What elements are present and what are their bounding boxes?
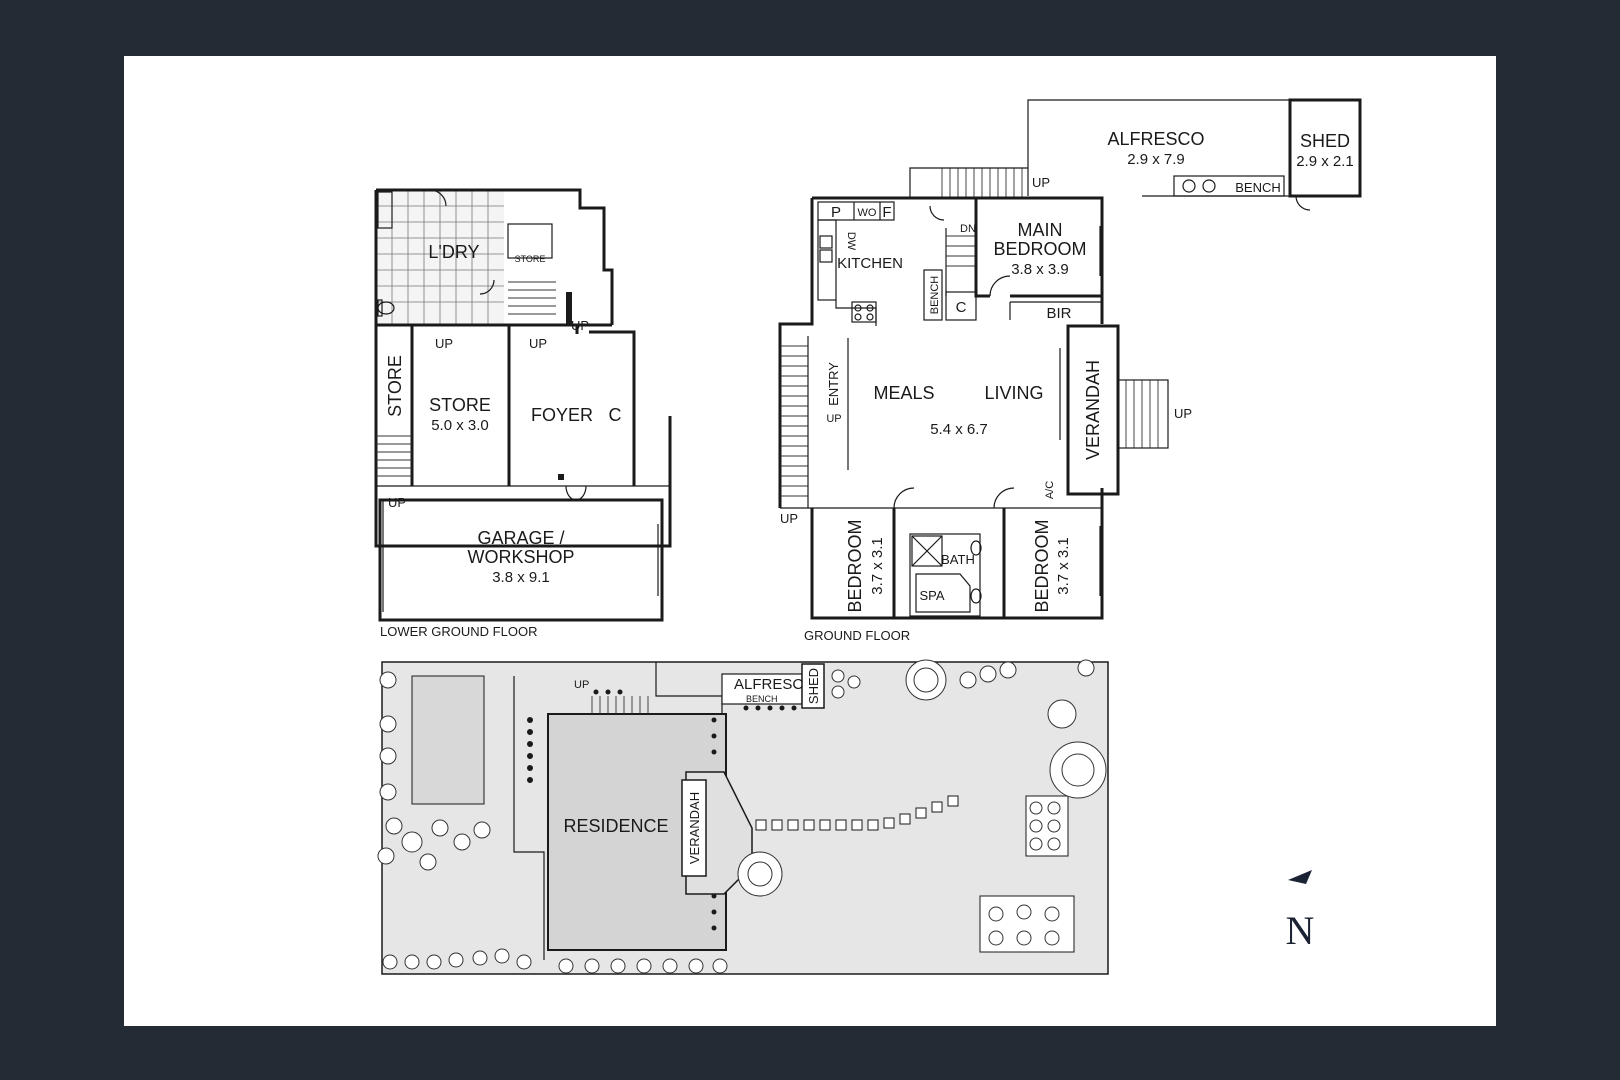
main-bedroom: MAIN BEDROOM 3.8 x 3.9 BIR (974, 198, 1102, 322)
laundry-room: L'DRY (376, 189, 504, 325)
garage-workshop: GARAGE / WORKSHOP 3.8 x 9.1 (378, 498, 664, 622)
site-shed-label: SHED (806, 668, 821, 704)
meals-living: MEALS LIVING 5.4 x 6.7 A/C (873, 348, 1061, 499)
store-up-label: UP (571, 318, 589, 333)
north-label: N (1286, 908, 1315, 953)
cupboard-label: C (609, 405, 622, 425)
store-label: STORE (429, 395, 491, 415)
ground-floor: ALFRESCO 2.9 x 7.9 BENCH SHED 2.9 x 2.1 … (778, 98, 1362, 643)
site-up-label: UP (574, 679, 589, 691)
laundry-label: L'DRY (428, 242, 479, 262)
verandah: VERANDAH UP (1066, 324, 1192, 496)
meals-label: MEALS (873, 383, 934, 403)
entry-stairs: ENTRY UP UP (780, 336, 849, 526)
small-store: STORE (507, 223, 572, 324)
ground-floor-caption: GROUND FLOOR (804, 628, 910, 643)
entry-stair-up-label: UP (780, 511, 798, 526)
lower-ground-caption: LOWER GROUND FLOOR (380, 624, 537, 639)
site-verandah-label: VERANDAH (687, 792, 702, 864)
alfresco-dimensions: 2.9 x 7.9 (1127, 151, 1185, 168)
toilet-icon (377, 299, 395, 317)
built-in-robe-label: BIR (1046, 305, 1071, 322)
shrub-icon (377, 659, 1095, 974)
small-store-label: STORE (515, 254, 546, 264)
garage-dimensions: 3.8 x 9.1 (492, 569, 550, 586)
bedroom-west-dimensions: 3.7 x 3.1 (869, 537, 886, 595)
alfresco-label: ALFRESCO (1107, 129, 1204, 149)
bedroom-east-dimensions: 3.7 x 3.1 (1055, 537, 1072, 595)
side-store: STORE UP (376, 355, 412, 510)
air-conditioner-label: A/C (1044, 481, 1056, 499)
main-bedroom-label-line2: BEDROOM (993, 239, 1086, 259)
tree-icon (737, 659, 1107, 897)
garage-label-line2: WORKSHOP (467, 547, 574, 567)
fridge-label: F (882, 204, 891, 221)
sink-icon (819, 235, 833, 263)
main-bedroom-label-line1: MAIN (1018, 220, 1063, 240)
side-store-up-label: UP (388, 495, 406, 510)
foyer-label: FOYER (531, 405, 593, 425)
dishwasher-label: DW (845, 232, 857, 251)
bedroom-west-label: BEDROOM (845, 519, 865, 612)
shed-dimensions: 2.9 x 2.1 (1296, 153, 1354, 170)
shed-label: SHED (1300, 131, 1350, 151)
pantry-label: P (831, 204, 841, 221)
side-store-label: STORE (385, 355, 405, 417)
bedroom-east-label: BEDROOM (1032, 519, 1052, 612)
floor-plan-sheet: L'DRY STORE (124, 56, 1496, 1026)
entry-up-label: UP (826, 413, 841, 425)
bench-vertical-label: BENCH (929, 276, 941, 315)
foyer-up-label: UP (529, 336, 547, 351)
spa-label: SPA (919, 588, 944, 603)
kitchen-label: KITCHEN (837, 255, 903, 272)
bath-label: BATH (941, 552, 975, 567)
laundry-up-label: UP (435, 336, 453, 351)
site-plan: VERANDAH RESIDENCE ALFRESCO BENCH SHED U… (377, 659, 1109, 975)
wall-oven-label: WO (858, 207, 877, 219)
site-bench-label: BENCH (746, 694, 778, 704)
internal-stair: DN BENCH C (923, 205, 977, 321)
residence-label: RESIDENCE (563, 816, 668, 836)
store-dimensions: 5.0 x 3.0 (431, 417, 489, 434)
site-alfresco-label: ALFRESCO (734, 676, 815, 693)
kitchen: P WO F DW KITCHEN (817, 201, 903, 326)
verandah-label: VERANDAH (1083, 360, 1103, 460)
meals-living-dimensions: 5.4 x 6.7 (930, 421, 988, 438)
alfresco-bench-label: BENCH (1235, 180, 1281, 195)
stair-down-label: DN (960, 223, 976, 235)
stove-icon (851, 301, 877, 323)
bedroom-east: BEDROOM 3.7 x 3.1 (993, 487, 1101, 618)
bedroom-west: BEDROOM 3.7 x 3.1 (845, 487, 915, 618)
garage-label-line1: GARAGE / (477, 528, 564, 548)
stepping-stones (755, 795, 959, 831)
verandah-up-label: UP (1174, 406, 1192, 421)
lower-ground-floor: L'DRY STORE (374, 188, 672, 639)
linen-cupboard-label: C (956, 299, 967, 316)
floor-plan-drawing: L'DRY STORE (374, 98, 1362, 975)
alfresco-area: ALFRESCO 2.9 x 7.9 BENCH SHED 2.9 x 2.1 … (909, 98, 1362, 211)
main-bedroom-dimensions: 3.8 x 3.9 (1011, 261, 1069, 278)
entry-label: ENTRY (826, 362, 841, 406)
alfresco-up-label: UP (1032, 175, 1050, 190)
living-label: LIVING (984, 383, 1043, 403)
bathroom: SPA BATH (909, 533, 982, 617)
north-arrow-icon: N (1286, 870, 1315, 953)
